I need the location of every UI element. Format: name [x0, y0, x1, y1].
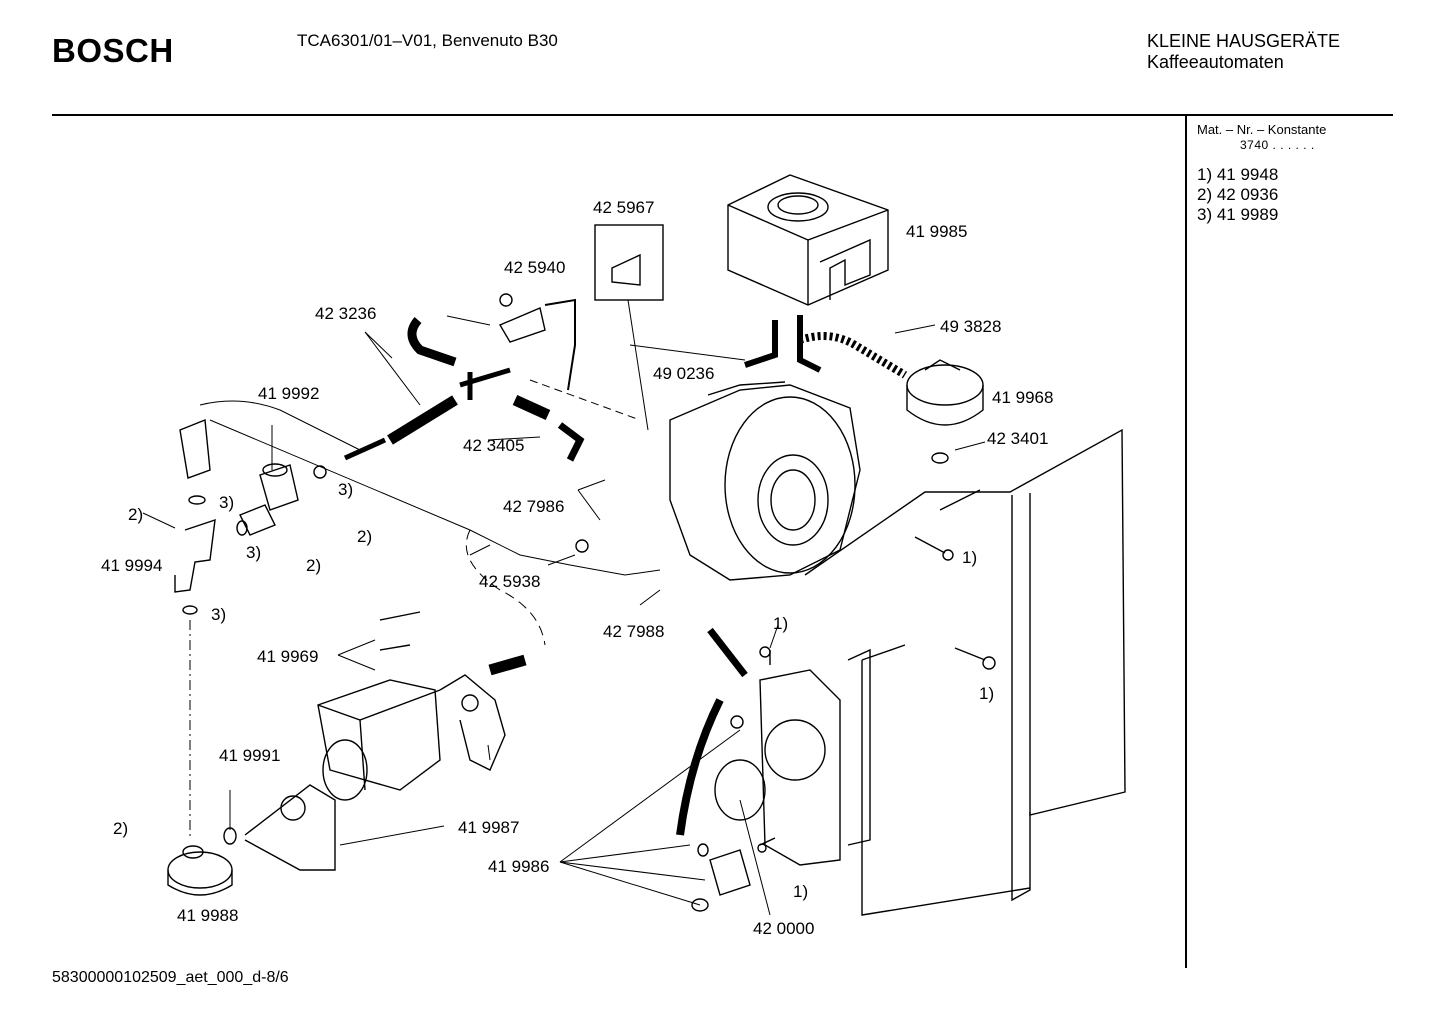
brand-logo: BOSCH [52, 32, 174, 69]
label-419988: 41 9988 [177, 906, 239, 925]
label-419985: 41 9985 [906, 222, 968, 241]
ref-2: 2) [306, 556, 322, 575]
label-425940: 42 5940 [504, 258, 566, 277]
constant-value: 3740 . . . . . . [1240, 138, 1315, 152]
hose-assembly [343, 317, 585, 462]
ref-3: 3) [338, 480, 354, 499]
ref-1: 1) [962, 548, 978, 567]
connection-lines [189, 344, 746, 840]
category-sub: Kaffeeautomaten [1147, 52, 1284, 72]
spiral-hose [798, 332, 908, 379]
label-419994: 41 9994 [101, 556, 163, 575]
label-425938: 42 5938 [479, 572, 541, 591]
note-3: 3) 41 9989 [1197, 205, 1279, 224]
valve-parts [174, 419, 327, 615]
label-419969: 41 9969 [257, 647, 319, 666]
water-tank [727, 174, 889, 306]
tank-connector [744, 315, 822, 373]
flow-meter [906, 359, 984, 426]
label-427988: 42 7988 [603, 622, 665, 641]
label-423236: 42 3236 [315, 304, 377, 323]
note-1: 1) 41 9948 [1197, 165, 1279, 184]
label-419991: 41 9991 [219, 746, 281, 765]
header-divider [52, 114, 1393, 116]
label-493828: 49 3828 [940, 317, 1002, 336]
label-423405: 42 3405 [463, 436, 525, 455]
ref-3: 3) [211, 605, 227, 624]
sidebar-divider [1185, 116, 1187, 968]
ref-3: 3) [219, 493, 235, 512]
ref-3: 3) [246, 543, 262, 562]
ref-2: 2) [128, 505, 144, 524]
screws [575, 452, 996, 853]
ref-2: 2) [357, 527, 373, 546]
leader-lines [142, 299, 986, 916]
ref-1: 1) [793, 882, 809, 901]
bracket-parts [498, 224, 664, 391]
control-unit [676, 627, 871, 912]
label-423401: 42 3401 [987, 429, 1049, 448]
label-420000: 42 0000 [753, 919, 815, 938]
ref-1: 1) [773, 614, 789, 633]
label-419986: 41 9986 [488, 857, 550, 876]
boiler-unit [669, 381, 861, 581]
label-419968: 41 9968 [992, 388, 1054, 407]
ref-1: 1) [979, 684, 995, 703]
model-title: TCA6301/01–V01, Benvenuto B30 [297, 31, 558, 50]
notes-list: 1) 41 9948 2) 42 0936 3) 41 9989 [1197, 165, 1278, 225]
category: KLEINE HAUSGERÄTE Kaffeeautomaten [1147, 31, 1340, 73]
pump [244, 611, 527, 871]
label-490236: 49 0236 [653, 364, 715, 383]
housing-plate [804, 428, 1126, 916]
constant-label: Mat. – Nr. – Konstante [1197, 122, 1327, 137]
label-425967: 42 5967 [593, 198, 655, 217]
document-id: 58300000102509_aet_000_d-8/6 [52, 969, 289, 986]
ref-2: 2) [113, 819, 129, 838]
label-427986: 42 7986 [503, 497, 565, 516]
category-main: KLEINE HAUSGERÄTE [1147, 31, 1341, 51]
bottom-valve [167, 827, 237, 896]
label-419987: 41 9987 [458, 818, 520, 837]
label-419992: 41 9992 [258, 384, 320, 403]
note-2: 2) 42 0936 [1197, 185, 1279, 204]
